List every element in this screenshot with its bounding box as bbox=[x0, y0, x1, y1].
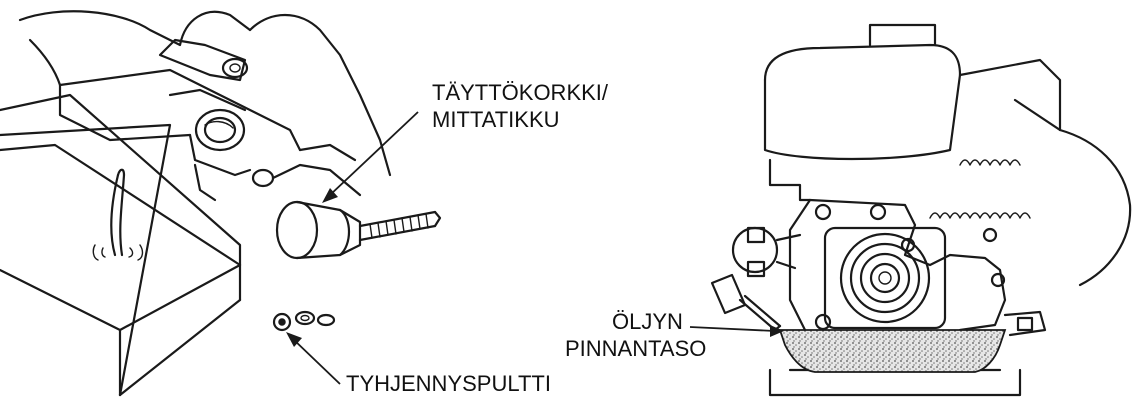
drain-bolt-drawing bbox=[272, 310, 336, 332]
oil-drain-pan bbox=[0, 93, 242, 397]
engine-crankcase-sketch bbox=[18, 10, 392, 202]
drain-bolt-leader-arrow bbox=[286, 332, 341, 385]
filler-cap-label-line2: MITTATIKKU bbox=[432, 107, 560, 132]
oil-level-label-line1: ÖLJYN bbox=[612, 309, 683, 334]
filler-cap-leader-arrow bbox=[322, 111, 419, 203]
drain-bolt-label: TYHJENNYSPULTTI bbox=[346, 371, 551, 396]
oil-level-stipple bbox=[778, 329, 1007, 373]
oil-level-leader-arrow bbox=[689, 325, 784, 337]
filler-cap-dipstick-drawing bbox=[275, 200, 442, 260]
oil-level-label-line2: PINNANTASO bbox=[565, 336, 707, 361]
filler-cap-label-line1: TÄYTTÖKORKKI/ bbox=[432, 80, 609, 105]
